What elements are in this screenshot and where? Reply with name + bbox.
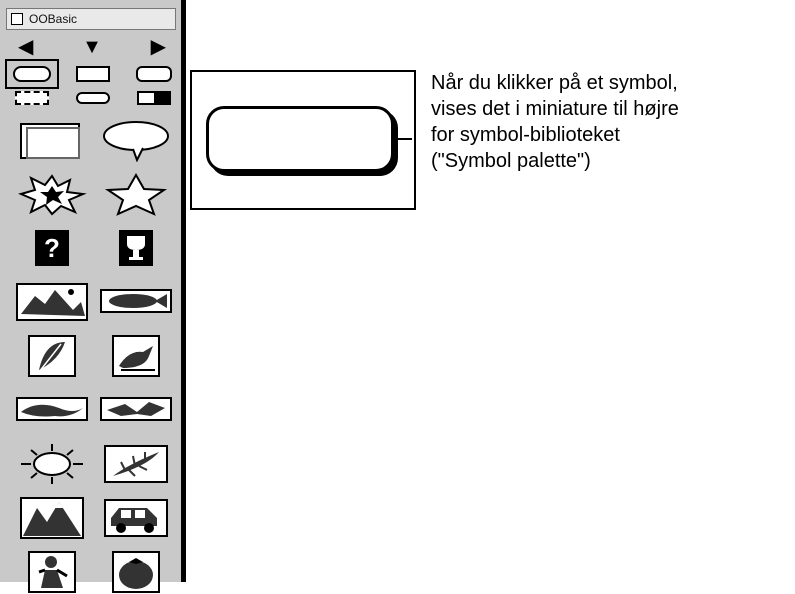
preview-rounded-rect	[206, 106, 394, 172]
symbol-landscape[interactable]	[14, 280, 90, 324]
next-arrow-icon[interactable]: ▶	[150, 36, 166, 58]
toggle-tool-button[interactable]	[130, 86, 178, 110]
question-icon: ?	[35, 230, 69, 266]
symbol-car[interactable]	[98, 496, 174, 540]
palette-title: OOBasic	[29, 12, 78, 26]
figure-icon	[28, 551, 76, 593]
symbol-sun[interactable]	[14, 442, 90, 486]
rounded-rect-icon	[136, 66, 172, 82]
mountains-icon	[20, 497, 84, 539]
window-menu-icon[interactable]	[11, 13, 23, 25]
trophy-icon	[119, 230, 153, 266]
symbol-speech-bubble[interactable]	[98, 118, 174, 162]
toggle-icon	[137, 91, 171, 105]
symbol-star[interactable]	[98, 172, 174, 216]
leaves-icon	[16, 397, 88, 421]
palette-titlebar[interactable]: OOBasic	[6, 8, 176, 30]
star-icon	[104, 172, 168, 216]
small-oval-tool-button[interactable]	[69, 86, 117, 110]
fish-icon	[100, 289, 172, 313]
symbol-bird[interactable]	[98, 334, 174, 378]
oval-icon	[13, 66, 51, 82]
rounded-rect-tool-button[interactable]	[130, 62, 178, 86]
blank-card-icon	[20, 123, 80, 159]
small-oval-icon	[76, 92, 110, 104]
fern-icon	[104, 445, 168, 483]
symbol-figure[interactable]	[14, 550, 90, 594]
symbol-bird-flying[interactable]	[98, 388, 174, 432]
landscape-icon	[16, 283, 88, 321]
speech-bubble-icon	[103, 121, 169, 162]
prev-arrow-icon[interactable]: ◀	[18, 36, 34, 58]
bird-flying-icon	[100, 397, 172, 421]
symbol-preview	[190, 70, 416, 210]
rect-icon	[76, 66, 110, 82]
symbol-palette: OOBasic ◀ ▼ ▶ ?	[0, 0, 186, 593]
symbol-tomato[interactable]	[98, 550, 174, 594]
symbol-fish[interactable]	[98, 280, 174, 324]
symbol-trophy[interactable]	[98, 226, 174, 270]
symbol-burst[interactable]	[14, 172, 90, 216]
palette-nav: ◀ ▼ ▶	[18, 36, 166, 58]
symbol-grid: ?	[14, 118, 174, 594]
bird-icon	[112, 335, 160, 377]
svg-text:?: ?	[44, 233, 60, 263]
shape-tools	[5, 59, 178, 110]
oval-tool-button[interactable]	[5, 59, 59, 89]
callout-line-1: Når du klikker på et symbol,	[431, 72, 678, 94]
tomato-icon	[112, 551, 160, 593]
down-arrow-icon[interactable]: ▼	[82, 36, 102, 58]
symbol-blank-card[interactable]	[14, 118, 90, 162]
callout-text: Når du klikker på et symbol, vises det i…	[431, 70, 791, 174]
symbol-feather[interactable]	[14, 334, 90, 378]
sun-icon	[21, 444, 83, 484]
dashed-rect-icon	[15, 91, 49, 105]
callout-line-3: for symbol-biblioteket	[431, 124, 620, 146]
symbol-leaves[interactable]	[14, 388, 90, 432]
rect-tool-button[interactable]	[69, 62, 117, 86]
feather-icon	[28, 335, 76, 377]
callout-line-2: vises det i miniature til højre	[431, 98, 679, 120]
car-icon	[104, 499, 168, 537]
callout-line	[394, 138, 412, 140]
symbol-question[interactable]: ?	[14, 226, 90, 270]
callout-line-4: ("Symbol palette")	[431, 150, 591, 172]
symbol-fern[interactable]	[98, 442, 174, 486]
dashed-rect-tool-button[interactable]	[8, 86, 56, 110]
burst-icon	[18, 174, 87, 216]
symbol-mountains[interactable]	[14, 496, 90, 540]
